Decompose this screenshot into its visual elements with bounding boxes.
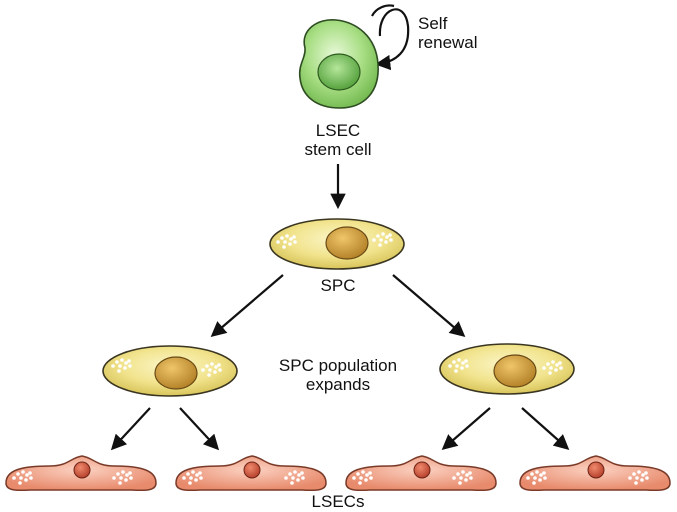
lsec-cell-3 (345, 455, 497, 492)
stem-cell-line2: stem cell (304, 140, 372, 159)
spc-expands-line1: SPC population (278, 356, 398, 375)
arrow-left-to-lsec-1 (110, 407, 151, 451)
spc-label-text: SPC (320, 276, 356, 295)
lsec-4-nucleus (587, 461, 605, 479)
spc-cell-top (269, 218, 405, 270)
self-renewal-label: Self renewal (418, 14, 478, 52)
lsec-cell-2 (175, 455, 327, 492)
spc-expands-line2: expands (305, 375, 371, 394)
lsec-cell-1 (5, 455, 157, 492)
stem-cell-line1: LSEC (315, 121, 361, 140)
arrow-spc-to-left (210, 274, 284, 338)
lsecs-label: LSECs (298, 492, 378, 511)
lsec-cell-4 (519, 455, 671, 492)
spc-top-nucleus (325, 226, 369, 260)
self-renewal-arrow-tail (371, 4, 395, 17)
self-renewal-arrow (374, 8, 410, 71)
self-renewal-line2: renewal (418, 33, 478, 52)
lsecs-label-text: LSECs (311, 492, 365, 511)
stem-cell-label: LSEC stem cell (288, 121, 388, 159)
arrow-right-to-lsec-4 (521, 407, 570, 451)
arrow-right-to-lsec-3 (441, 407, 491, 451)
lsec-1-nucleus (73, 461, 91, 479)
arrow-left-to-lsec-2 (179, 407, 220, 451)
lsec-3-nucleus (413, 461, 431, 479)
spc-cell-right (439, 343, 575, 395)
spc-cell-left (102, 345, 238, 397)
spc-right-nucleus (493, 354, 537, 388)
spc-label: SPC (298, 276, 378, 295)
stem-cell-nucleus (317, 53, 361, 91)
arrow-spc-to-right (392, 274, 466, 338)
lsec-2-nucleus (243, 461, 261, 479)
spc-expands-label: SPC population expands (263, 356, 413, 394)
spc-left-nucleus (154, 356, 198, 390)
self-renewal-line1: Self (418, 14, 448, 33)
lsec-stem-cell (298, 19, 379, 109)
